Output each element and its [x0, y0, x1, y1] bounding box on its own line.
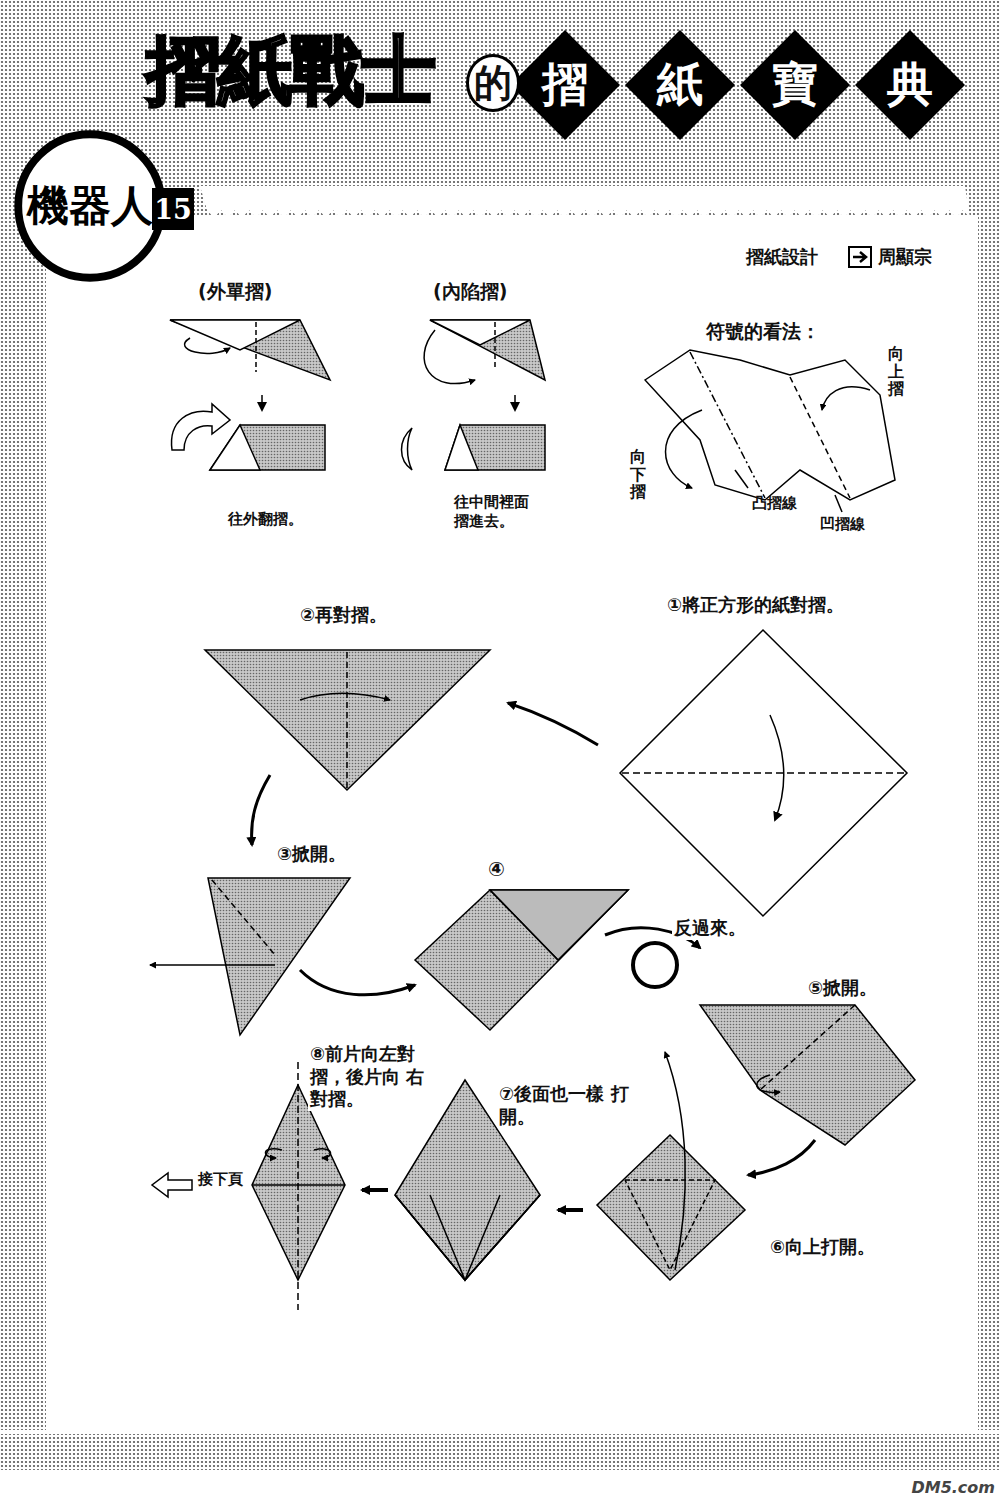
- node-text: 機器人: [27, 178, 153, 234]
- title-diamond: 寶: [740, 30, 850, 140]
- step-text: ⑤掀開。: [806, 977, 879, 1000]
- step-text: ⑦後面也一樣 打開。: [497, 1083, 633, 1128]
- title-connector: 的: [466, 54, 520, 112]
- fold-name: (內陷摺): [433, 280, 507, 304]
- node-text: 典: [887, 54, 933, 116]
- step-text: ⑥向上打開。: [768, 1236, 877, 1259]
- symbol-note: 向上摺: [888, 345, 904, 398]
- watermark: DM5.com: [911, 1478, 995, 1498]
- step-text: 反過來。: [672, 917, 748, 940]
- title-diamond: 摺: [510, 30, 620, 140]
- chapter-circle: 機器人: [12, 128, 168, 284]
- credit-name: 周顯宗: [878, 246, 932, 269]
- node-text: 摺: [542, 54, 588, 116]
- symbol-note: 凸摺線: [752, 494, 797, 513]
- symbol-note: 向下摺: [630, 448, 646, 501]
- fold-name: (外單摺): [198, 280, 272, 304]
- note: 往外翻摺。: [226, 510, 305, 529]
- node-text: 15: [154, 194, 192, 225]
- continue-note: 接下頁: [196, 1170, 245, 1189]
- step-text: ①將正方形的紙對摺。: [665, 594, 846, 617]
- number-box: 15: [152, 188, 194, 230]
- legend-heading: 符號的看法：: [706, 320, 820, 344]
- step-text: ②再對摺。: [298, 604, 389, 627]
- title-diamond: 典: [855, 30, 965, 140]
- symbol-note: 凹摺線: [820, 515, 865, 534]
- credit-label: 摺紙設計: [746, 246, 818, 269]
- note: 往中間裡面 摺進去。: [452, 493, 538, 531]
- title-diamond: 紙: [625, 30, 735, 140]
- step-text: ③掀開。: [275, 843, 348, 866]
- node-text: 寶: [772, 54, 818, 116]
- zigzag-band: [200, 186, 970, 218]
- step-text: ⑧前片向左對 摺，後片向 右對摺。: [308, 1043, 434, 1111]
- node-text: 紙: [657, 54, 703, 116]
- title-logo: 摺紙戰士: [146, 22, 434, 122]
- step-number: ④: [488, 857, 505, 882]
